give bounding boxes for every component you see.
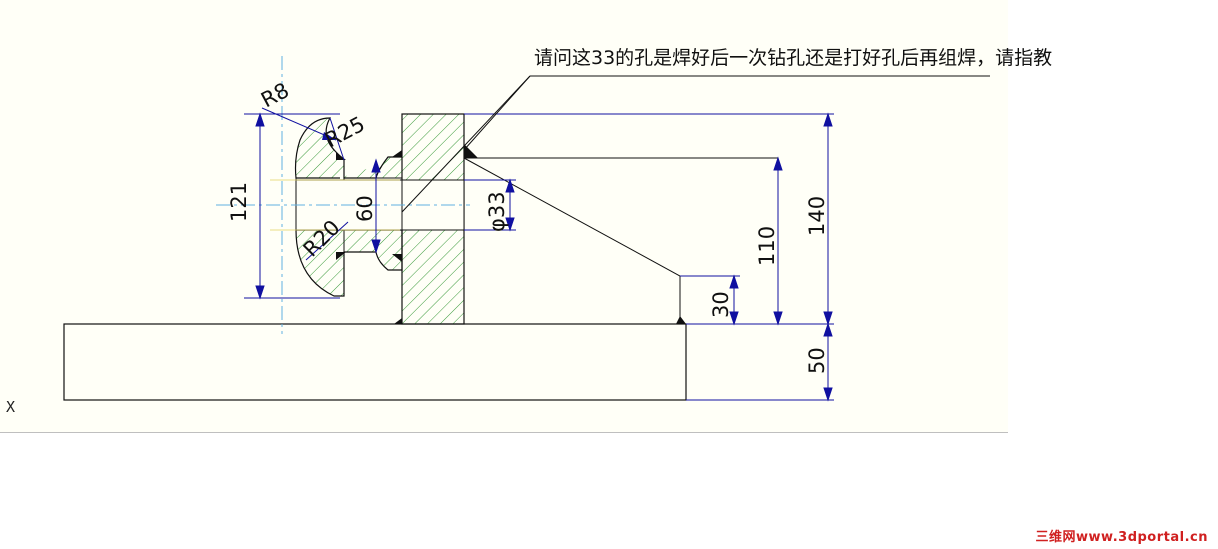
dim-30 [680,274,740,326]
dim-label-140: 140 [805,196,829,236]
weld-mark [676,316,686,324]
note-leader [401,75,990,213]
dim-121 [244,112,340,300]
dim-label-50: 50 [805,347,829,374]
dim-label-r8: R8 [257,78,293,112]
dim-140 [464,112,834,326]
base-plate [63,323,687,401]
weld-mark [394,318,402,324]
dim-phi33 [464,178,516,232]
weld-mark [392,254,402,262]
weld-mark [392,150,402,157]
dim-label-phi33: φ33 [485,191,509,232]
leader-r20 [305,221,349,261]
ucs-axis-label: X [6,398,16,416]
cad-canvas[interactable]: 请问这33的孔是焊好后一次钻孔还是打好孔后再组焊，请指教 R8 R25 R20 … [0,0,1052,433]
dim-110 [773,156,783,326]
dim-label-30: 30 [709,291,733,318]
question-note: 请问这33的孔是焊好后一次钻孔还是打好孔后再组焊，请指教 [534,47,1052,69]
dim-label-121: 121 [227,182,251,222]
dim-label-110: 110 [755,226,779,266]
engineering-drawing: 请问这33的孔是焊好后一次钻孔还是打好孔后再组焊，请指教 R8 R25 R20 … [63,47,1052,402]
dim-60 [371,158,381,254]
leader-r25 [329,117,345,161]
weld-mark [464,144,478,158]
dim-50 [686,322,834,402]
dim-label-60: 60 [353,195,377,222]
site-watermark: 三维网www.3dportal.cn [1035,530,1208,545]
weld-mark [336,252,346,260]
